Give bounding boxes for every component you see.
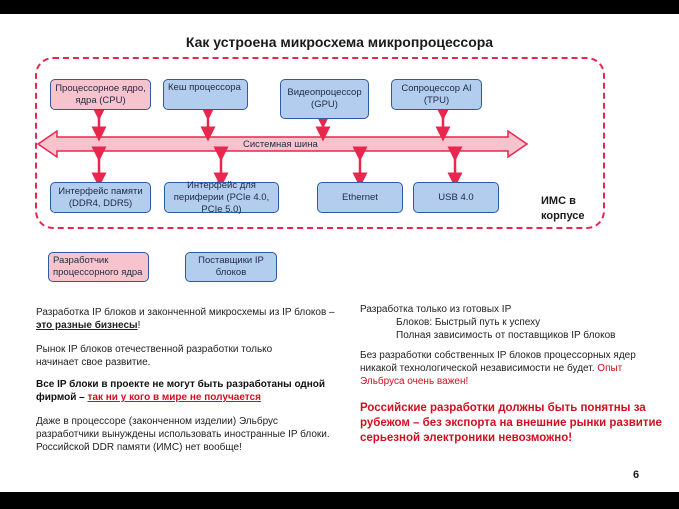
gpu-block: Видеопроцессор (GPU)	[280, 79, 369, 119]
page-title: Как устроена микросхема микропроцессора	[185, 34, 494, 50]
usb-block: USB 4.0	[413, 182, 499, 213]
right-paragraph-3: Российские разработки должны быть понятн…	[360, 402, 662, 444]
right-paragraph-1: Разработка только из готовых IP	[360, 304, 512, 315]
tpu-block: Сопроцессор AI (TPU)	[391, 79, 482, 110]
ethernet-block: Ethernet	[317, 182, 403, 213]
cache-block: Кеш процессора	[163, 79, 248, 110]
top-bar	[0, 0, 679, 14]
left-p1-end: !	[137, 320, 141, 331]
right-paragraph-1b: Полная зависимость от поставщиков IP бло…	[396, 330, 616, 341]
right-p2-red: Опыт Эльбруса очень важен!	[360, 363, 623, 387]
left-paragraph-3: Все IP блоки в проекте не могут быть раз…	[36, 378, 336, 404]
left-paragraph-1: Разработка IP блоков и законченной микро…	[36, 306, 336, 332]
system-bus-arrow	[36, 129, 529, 159]
left-p3-emphasis: так ни у кого в мире не получается	[87, 392, 261, 403]
left-paragraph-4: Даже в процессоре (законченном изделии) …	[36, 416, 330, 453]
package-label: ИМС в корпусе	[541, 195, 585, 222]
left-p1-emphasis: это разные бизнесы	[36, 320, 138, 331]
right-p2-text: Без разработки собственных IP блоков про…	[360, 350, 636, 374]
left-paragraph-2: Рынок IP блоков отечественной разработки…	[36, 344, 273, 368]
left-p3-text: Все IP блоки в проекте не могут быть раз…	[36, 379, 326, 403]
bottom-bar	[0, 492, 679, 509]
right-paragraph-1a: Блоков: Быстрый путь к успеху	[396, 317, 541, 328]
periphery-interface-block: Интерфейс для периферии (PCIe 4.0, PCIe …	[164, 180, 279, 215]
ip-vendors-block: Поставщики IP блоков	[185, 252, 277, 282]
left-p1-text: Разработка IP блоков и законченной микро…	[36, 307, 335, 318]
chip-package-frame	[35, 57, 605, 229]
memory-interface-block: Интерфейс памяти (DDR4, DDR5)	[50, 182, 151, 213]
cpu-block: Процессорное ядро, ядра (CPU)	[50, 79, 151, 110]
system-bus-label: Системная шина	[243, 139, 318, 150]
right-paragraph-2: Без разработки собственных IP блоков про…	[360, 349, 660, 388]
page-number: 6	[633, 469, 640, 481]
core-developer-block: Разработчик процессорного ядра	[48, 252, 149, 282]
